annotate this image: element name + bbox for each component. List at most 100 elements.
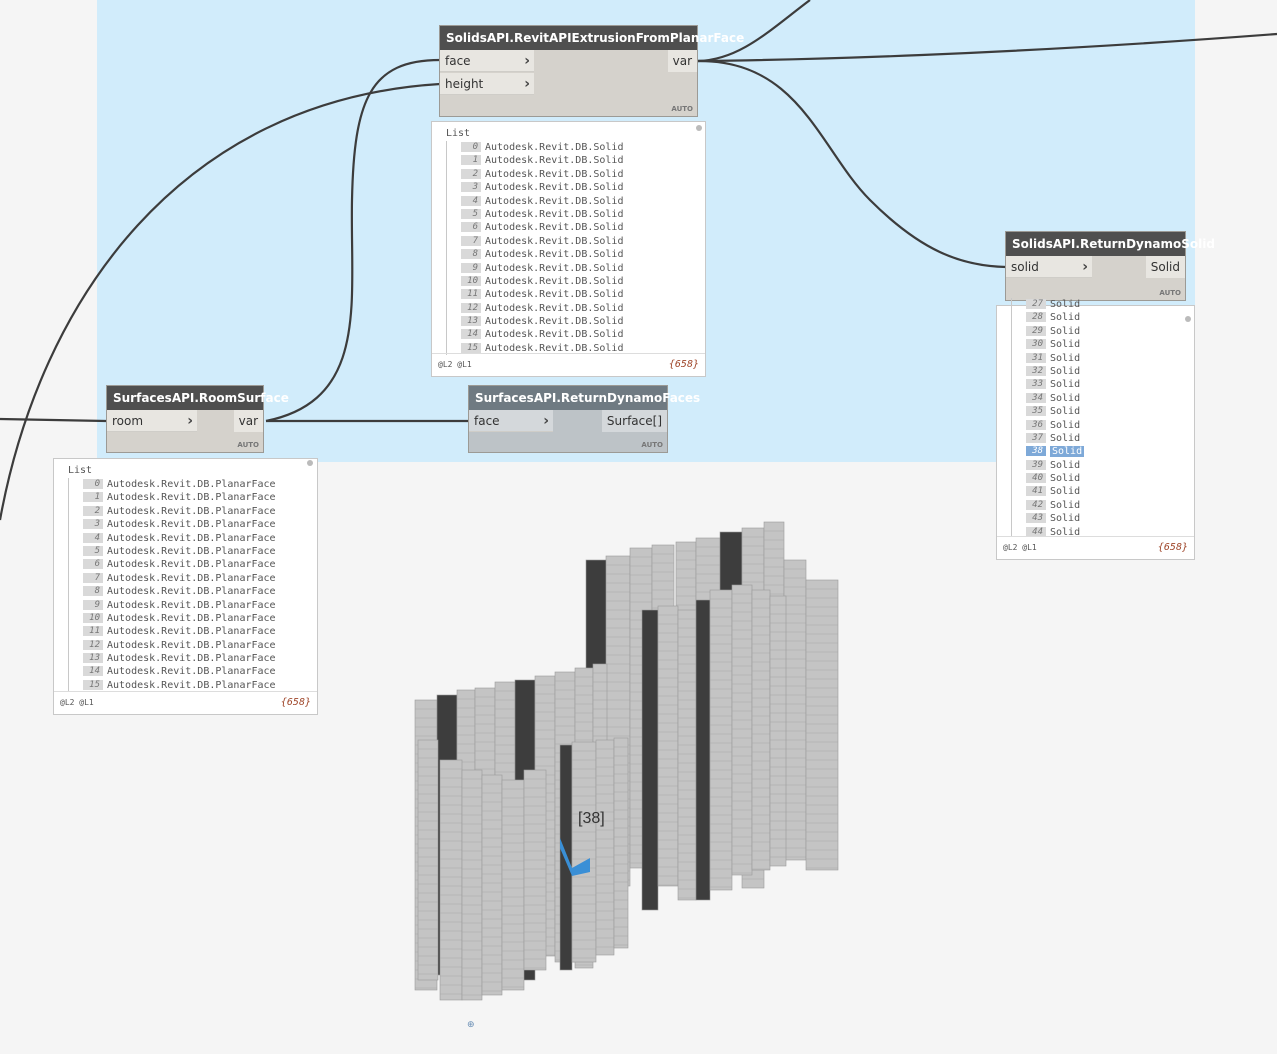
extrusion-node[interactable]: SolidsAPI.RevitAPIExtrusionFromPlanarFac… xyxy=(439,25,744,117)
node-title[interactable]: SurfacesAPI.RoomSurface xyxy=(107,386,289,410)
auto-lacing-badge: AUTO xyxy=(671,105,693,113)
wire-room-surface-output-to-extrusion-face xyxy=(265,58,441,423)
port-label: room xyxy=(112,414,144,428)
node-title[interactable]: SurfacesAPI.ReturnDynamoFaces xyxy=(469,386,700,410)
room-input-port[interactable]: room › xyxy=(107,410,197,432)
wire-extrusion-output-to-return-solid xyxy=(697,59,1007,269)
chevron-right-icon[interactable]: › xyxy=(187,413,193,429)
port-label: solid xyxy=(1011,260,1039,274)
height-input-port[interactable]: height› xyxy=(440,73,534,95)
room-surface-node[interactable]: SurfacesAPI.RoomSurface room› var AUTO xyxy=(106,385,289,453)
item-count: {658} xyxy=(668,359,699,370)
list-index: 4 xyxy=(461,195,481,206)
list-item[interactable]: 4 Autodesk.Revit.DB.Solid xyxy=(447,195,623,208)
chevron-right-icon[interactable]: › xyxy=(543,413,549,429)
tower-block xyxy=(731,584,753,876)
chevron-right-icon[interactable]: › xyxy=(524,53,530,69)
auto-lacing-badge: AUTO xyxy=(1159,289,1181,297)
scrollbar[interactable] xyxy=(1185,316,1191,322)
list-value: Solid xyxy=(1050,406,1081,418)
return-faces-node[interactable]: SurfacesAPI.ReturnDynamoFaces face› Surf… xyxy=(468,385,700,453)
var-output-port[interactable]: var xyxy=(667,50,697,72)
scrollbar[interactable] xyxy=(696,125,702,131)
chevron-right-icon[interactable]: › xyxy=(524,76,530,92)
node-title[interactable]: SolidsAPI.RevitAPIExtrusionFromPlanarFac… xyxy=(440,26,744,50)
solid-output-port[interactable]: Solid xyxy=(1145,256,1185,278)
list-index: 0 xyxy=(461,142,481,152)
chevron-right-icon[interactable]: › xyxy=(1082,259,1088,275)
scrollbar[interactable] xyxy=(307,460,313,466)
list-index: 41 xyxy=(1026,486,1046,497)
list-value: Autodesk.Revit.DB.Solid xyxy=(485,316,624,328)
var-output-port[interactable]: var xyxy=(233,410,263,432)
list-index: 37 xyxy=(1026,432,1046,443)
tower-block xyxy=(805,579,839,871)
surface-array-output-port[interactable]: Surface[] xyxy=(601,410,667,432)
return-solid-node[interactable]: SolidsAPI.ReturnDynamoSolid solid › Solid… xyxy=(1005,231,1215,301)
face-input-port[interactable]: face› xyxy=(440,50,534,72)
list-value: Autodesk.Revit.DB.PlanarFace xyxy=(107,519,276,531)
face-input-port[interactable]: face› xyxy=(469,410,553,432)
list-value: Autodesk.Revit.DB.Solid xyxy=(485,289,624,301)
tower-block xyxy=(481,774,503,996)
list-value: Autodesk.Revit.DB.Solid xyxy=(485,195,624,207)
list-value: Solid xyxy=(1050,352,1081,364)
solid-input-port[interactable]: solid › xyxy=(1006,256,1092,278)
node-title[interactable]: SolidsAPI.ReturnDynamoSolid xyxy=(1006,232,1215,256)
